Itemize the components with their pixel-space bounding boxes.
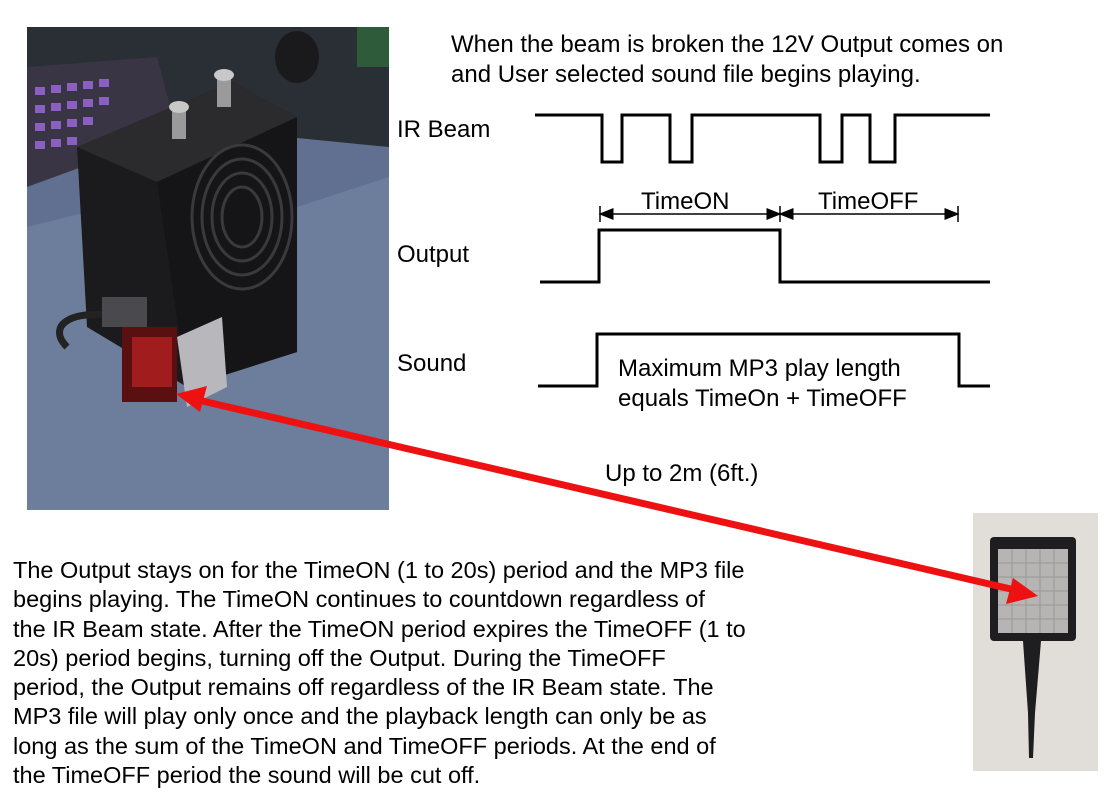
reflector-photo <box>973 513 1098 771</box>
output-waveform <box>540 228 990 284</box>
description-line: The Output stays on for the TimeON (1 to… <box>13 557 745 583</box>
sound-waveform <box>538 332 990 388</box>
header-line-1: When the beam is broken the 12V Output c… <box>451 31 1004 58</box>
range-label: Up to 2m (6ft.) <box>605 460 759 487</box>
description-line: MP3 file will play only once and the pla… <box>13 703 707 730</box>
device-photo <box>27 27 389 510</box>
description-line: begins playing. The TimeON continues to … <box>13 586 705 613</box>
description-paragraph: The Output stays on for the TimeON (1 to… <box>13 556 853 790</box>
ir-beam-waveform <box>535 113 990 164</box>
header-note: When the beam is broken the 12V Output c… <box>451 30 1091 90</box>
description-line: the TimeOFF period the sound will be cut… <box>13 762 481 789</box>
timeon-label: TimeON <box>641 188 730 215</box>
timeoff-label: TimeOFF <box>818 188 919 215</box>
description-line: 20s) period begins, turning off the Outp… <box>13 644 666 671</box>
mp3-note-line-1: Maximum MP3 play length <box>618 355 901 382</box>
sound-label: Sound <box>397 350 467 377</box>
header-line-2: and User selected sound file begins play… <box>451 61 921 88</box>
range-arrow <box>176 386 1038 604</box>
description-line: the IR Beam state. After the TimeON peri… <box>13 615 746 642</box>
output-label: Output <box>397 241 470 268</box>
mp3-note-line-2: equals TimeOn + TimeOFF <box>618 385 907 412</box>
description-line: long as the sum of the TimeON and TimeOF… <box>13 732 716 759</box>
description-line: period, the Output remains off regardles… <box>13 674 714 701</box>
mp3-length-note: Maximum MP3 play length equals TimeOn + … <box>618 354 907 414</box>
ir-beam-label: IR Beam <box>397 116 491 143</box>
